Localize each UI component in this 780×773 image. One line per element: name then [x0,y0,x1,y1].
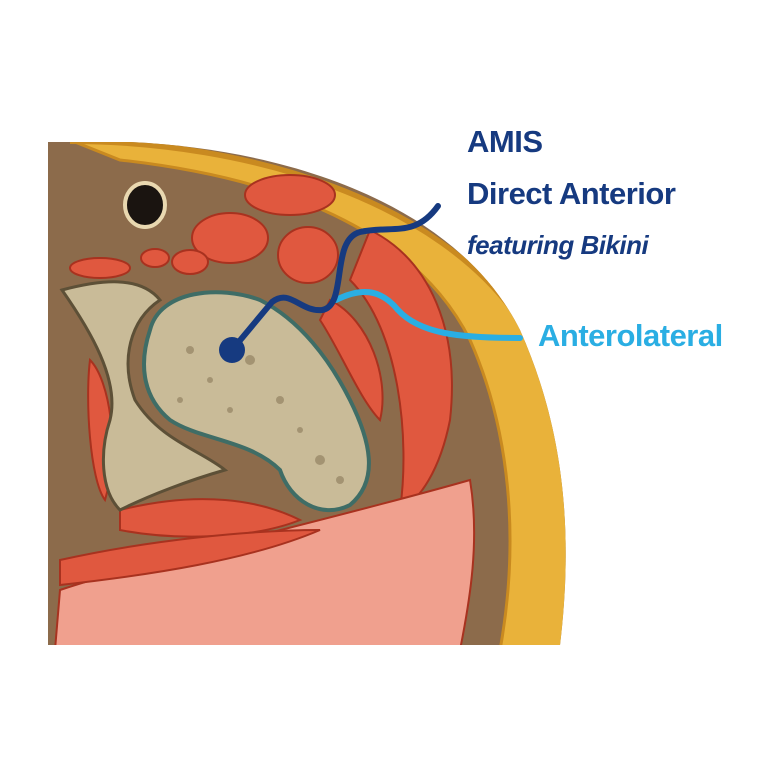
label-anterolateral: Anterolateral [538,318,723,353]
acetabulum [59,280,229,512]
direct-anterior-approach-line [229,203,441,353]
muscles [53,174,476,645]
label-direct-anterior: Direct Anterior [467,176,676,211]
vessel [123,181,167,229]
anterolateral-approach-line [333,288,523,341]
label-amis: AMIS [467,124,543,159]
femoral-head [142,290,371,512]
label-bikini: featuring Bikini [467,230,649,260]
dot-marker-icon [219,337,245,363]
